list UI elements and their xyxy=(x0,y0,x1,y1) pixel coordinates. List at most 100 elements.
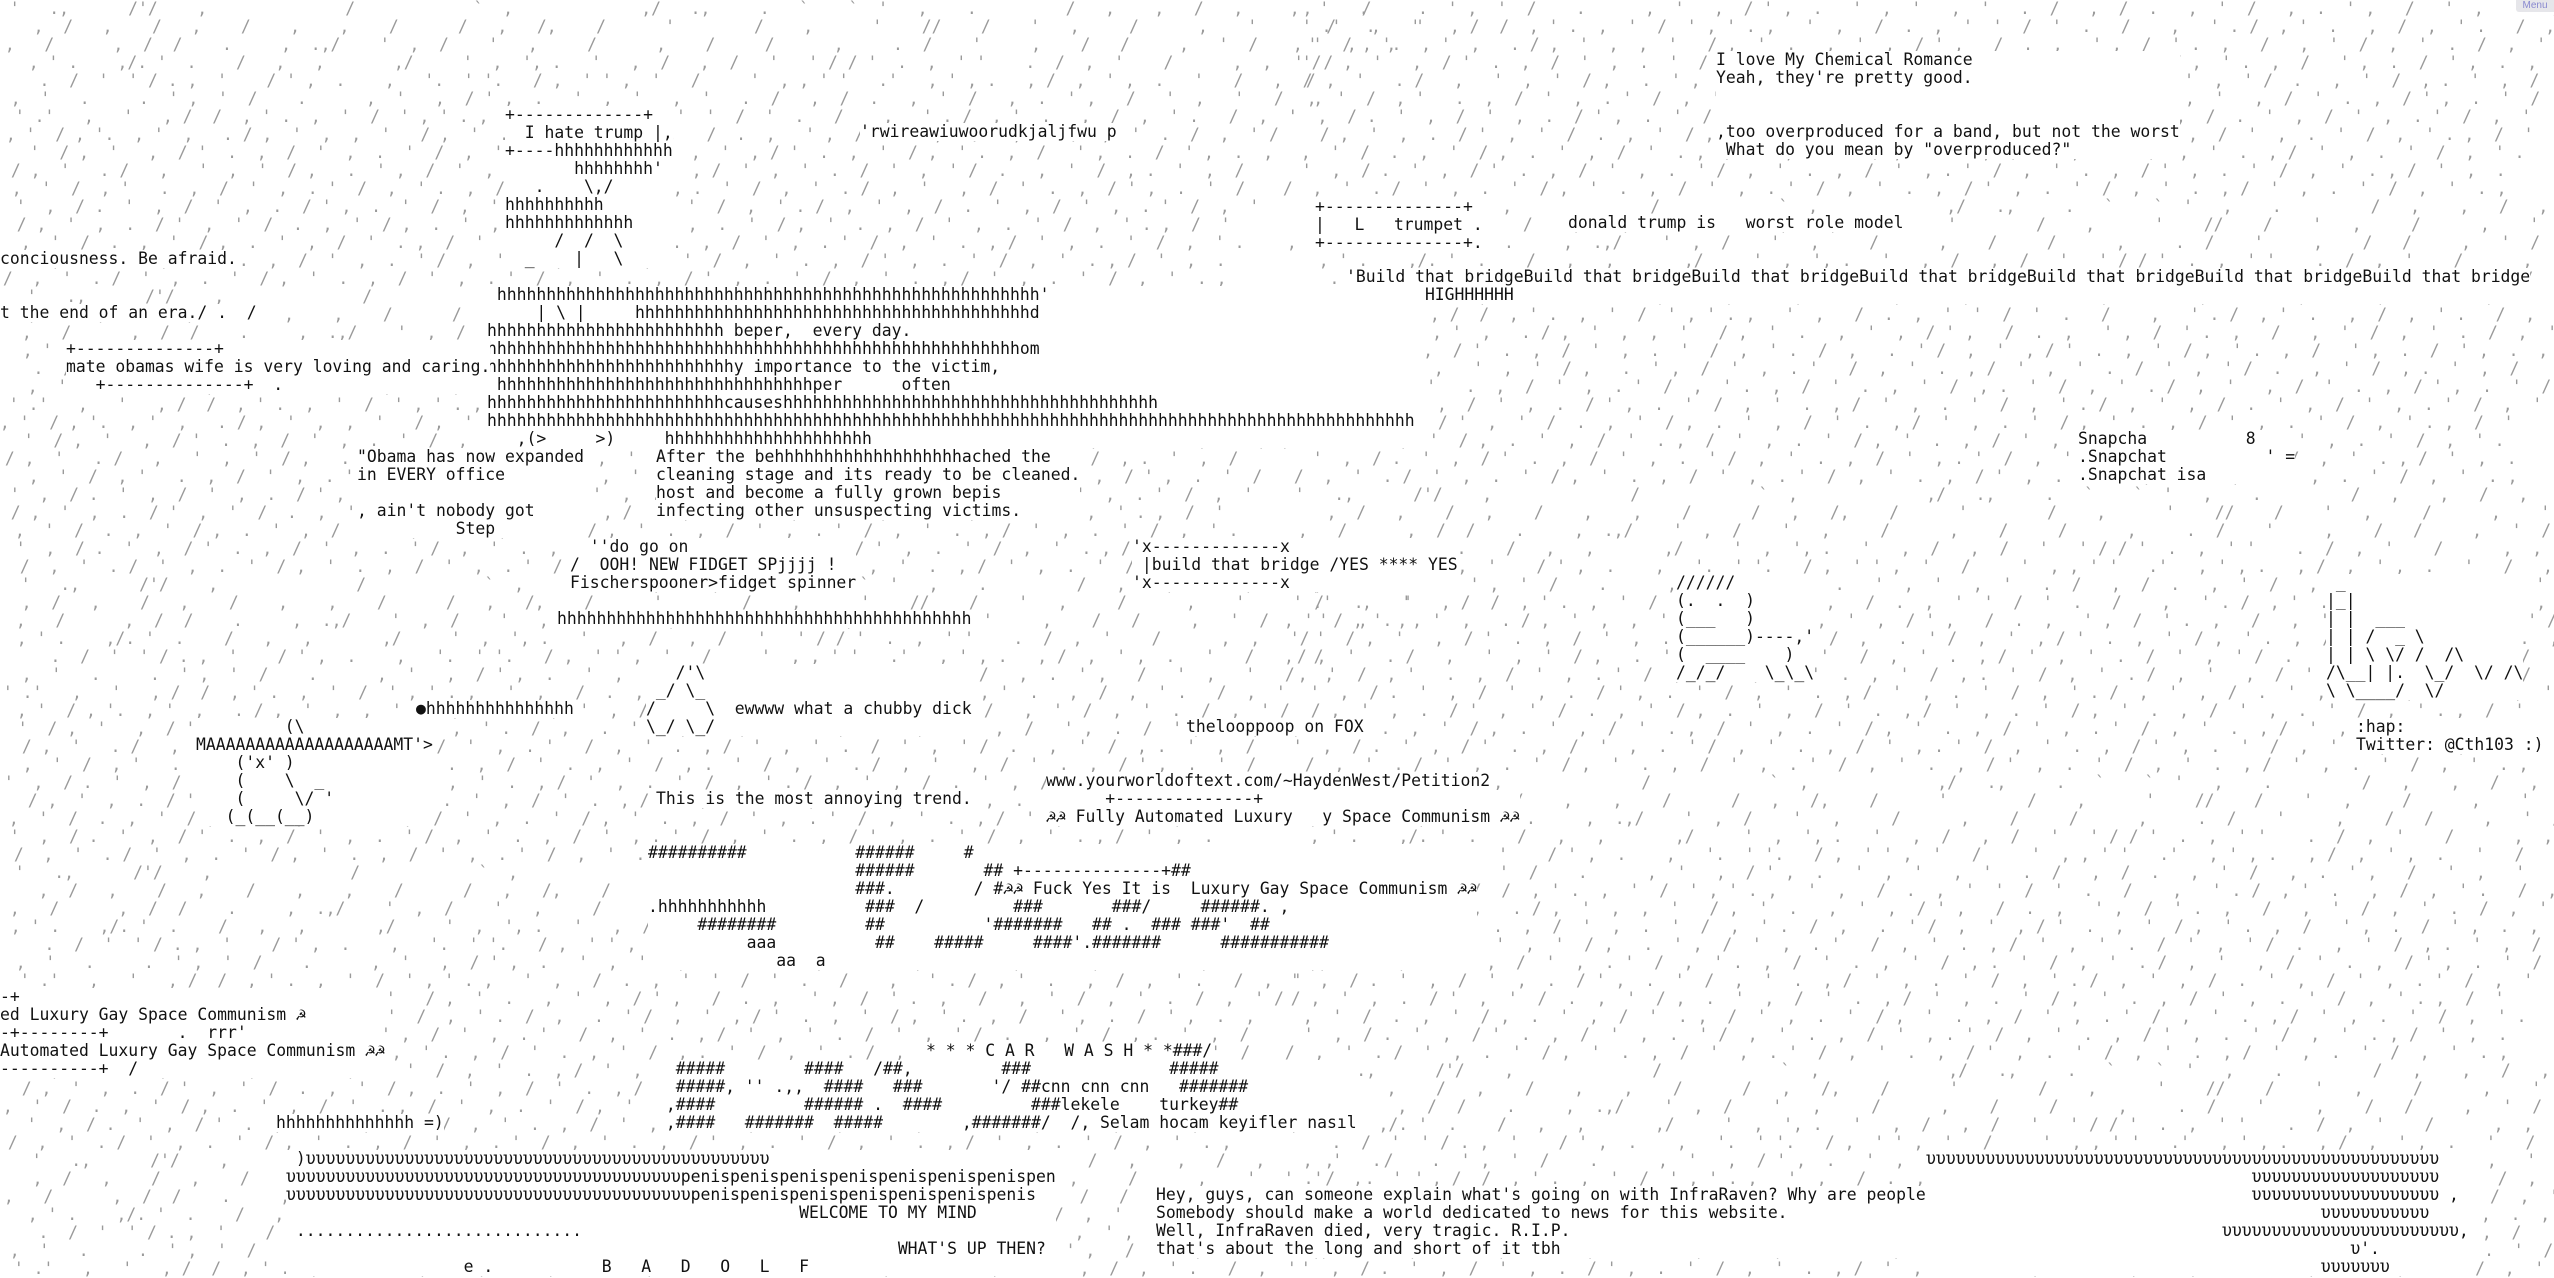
penis-block-line: )υυυυυυυυυυυυυυυυυυυυυυυυυυυυυυυυυυυυυυυ… xyxy=(286,1149,770,1168)
obama-expanded-text-line: , ain't nobody got xyxy=(357,501,535,520)
luxury-left-box: -+ed Luxury Gay Space Communism ☭-+-----… xyxy=(0,988,385,1078)
luxury-left-box-line: ----------+ / xyxy=(0,1059,139,1078)
h-mass-line: hhhhhhhhhhhhhhhhhhhhhhhhhy importance to… xyxy=(487,357,1001,376)
luxury-box-line: +--------------+ xyxy=(1046,789,1264,808)
snapchat-text: Snapcha 8.Snapchat ' =.Snapchat isa xyxy=(2078,430,2296,484)
trump-hate-box-line: hhhhhhhh' xyxy=(505,159,663,178)
penis-block: )υυυυυυυυυυυυυυυυυυυυυυυυυυυυυυυυυυυυυυυ… xyxy=(286,1150,1056,1276)
obama-wife-box-line: +--------------+ . xyxy=(66,375,284,394)
end-of-era-text-line: t the end of an era./ . / xyxy=(0,303,257,322)
background-line: / , ' . / , ' , ' / , . ' , / ' , . ' / … xyxy=(1276,359,2520,378)
annoying-trend-text-line: This is the most annoying trend. xyxy=(656,789,972,808)
background-line: ' .' , ' , / / , ' . , ' / ' , ' . , ' ,… xyxy=(1292,17,2554,36)
hash-block-line: aaa ## ##### ####'.####### ########### xyxy=(648,933,1329,952)
right-upsilon-block-line: υυυυυυυυυυυ xyxy=(1926,1203,2430,1222)
dot-h-text-line: ●hhhhhhhhhhhhhhh xyxy=(416,699,574,718)
hash-block-line: ###### ## +--------------+## xyxy=(648,861,1191,880)
dot-h-text: ●hhhhhhhhhhhhhhh xyxy=(416,700,574,718)
background-line: / , ' . / ' , . ' / , ' . , / ' , . ' / … xyxy=(1273,179,2507,198)
background-line: / , ' . / ' , . ' / , ' . , / ' , . ' / … xyxy=(0,1133,1232,1152)
rwire-text-line: 'rwireawiuwoorudkjaljfwu p xyxy=(860,122,1117,141)
cnn-block-line: ,#### ###### . #### ###lekele turkey## xyxy=(656,1095,1239,1114)
fox-text: thelooppoop on FOX xyxy=(1186,718,1364,736)
penis-block-line: ............................. xyxy=(286,1221,583,1240)
bridge-yes-box-line: |build that bridge /YES **** YES xyxy=(1132,555,1458,574)
trump-hate-box-line: _ | \ xyxy=(505,249,624,268)
right-box-art-line: | | ___ xyxy=(2326,609,2405,628)
background-line: ' / , ' , / ' . , / ' , . ' / , ' . / , … xyxy=(1285,341,2549,360)
creature-art-line: (___ ) xyxy=(1676,609,1755,628)
bethany-story-line: infecting other unsuspecting victims. xyxy=(656,501,1022,520)
conciousness-text: conciousness. Be afraid. xyxy=(0,250,237,268)
creature-art-line: /_/_/ \_\_\ xyxy=(1676,663,1815,682)
hhh-paren-line: hhhhhhhhhhhhhh =) xyxy=(276,1113,444,1132)
conciousness-text-line: conciousness. Be afraid. xyxy=(0,249,237,268)
fidget-text: ''do go on/ OOH! NEW FIDGET SPjjjj !Fisc… xyxy=(570,538,857,592)
h-mass-line: hhhhhhhhhhhhhhhhhhhhhhhh beper, every da… xyxy=(487,321,912,340)
mamt-text-line: ( \ _ xyxy=(196,771,325,790)
background-line: . / ' ' / . , ' / ' , . , '. ' '. / , ' … xyxy=(1281,845,2554,864)
background-line: , ' / , ' . , / ' , . ' / , ' . , / ' . … xyxy=(1298,377,2552,396)
background-line: , ' / , '. , ' , . / , ' , , ' / , ' . ,… xyxy=(1283,35,2554,54)
background-line: , / , / , / , , / / , /, / ' / , ' // / … xyxy=(1318,1079,2542,1098)
background-line: ' ., /'/ , / ` , ,/ ., . ` ` ' , . / , ,… xyxy=(1295,197,2554,216)
background-line: , / , / , / , , / / , /, / ' / , ' // / … xyxy=(4,17,1425,36)
bridge-text-line: 'Build that bridgeBuild that bridgeBuild… xyxy=(1346,267,2531,286)
h-mass-line: hhhhhhhhhhhhhhhhhhhhhhhhhhhhhhhhhhhhhhhh… xyxy=(487,411,1415,430)
infraraven-text-line: Well, InfraRaven died, very tragic. R.I.… xyxy=(1156,1221,1571,1240)
background-line: , ' / , '. , ' , . / , ' , , ' / , ' . ,… xyxy=(1294,323,2554,342)
background-line: ' .' , ' , / / , ' . , ' / ' , ' . , ' ,… xyxy=(0,683,1286,702)
mamt-text: (\MAAAAAAAAAAAAAAAAAAAMT'> ('x' ) ( \ _ … xyxy=(196,718,433,826)
background-line: . / ' ' / . , ' / ' , . , '. ' '. / , ' … xyxy=(1292,1133,2554,1152)
background-line: / , ' , . / ' , ' / . , ' / , . ' , / ' … xyxy=(1280,413,2514,432)
menu-button[interactable]: Menu xyxy=(2516,0,2554,12)
cnn-block-line: ,#### ####### ##### ,#######/ /, Selam h… xyxy=(656,1113,1357,1132)
hash-block-line: .hhhhhhhhhhh ### / ### ###/ ######. , xyxy=(648,897,1290,916)
trump-role-model-line: +--------------+. xyxy=(1315,233,1483,252)
h-mass-line: | \ | hhhhhhhhhhhhhhhhhhhhhhhhhhhhhhhhhh… xyxy=(487,303,1040,322)
background-line: ' .' , ' , / / , ' . , ' / ' , ' . , ' ,… xyxy=(10,971,1303,990)
trump-hate-box-line: I hate trump |, xyxy=(505,123,673,142)
penis-block-line: WELCOME TO MY MIND xyxy=(286,1203,977,1222)
right-box-art-line: |_| xyxy=(2326,591,2356,610)
background-line: ' ., /'/ , / ` , ,/ ., . ` ` ' , . / , ,… xyxy=(1275,485,2554,504)
penis-block-line: e . B A D O L F xyxy=(286,1257,810,1276)
background-line: ' , / . ' , / ' . , / ' , . ' / , ' . , … xyxy=(1293,449,2517,468)
right-upsilon-block-line: υυυυυυυυυυυυυυυυυυυυυυυυυυυυυυυυυυυυυυυυ… xyxy=(1926,1149,2440,1168)
snapchat-text-line: .Snapchat isa xyxy=(2078,465,2207,484)
right-box-art-line: \ \____/ \/ xyxy=(2326,681,2445,700)
mcr-dialogue-line: ,too overproduced for a band, but not th… xyxy=(1716,122,2180,141)
background-line: ' ., /'/ , / ` , ,/ ., . ` ` ' , . / , ,… xyxy=(0,0,1372,18)
mamt-text-line: MAAAAAAAAAAAAAAAAAAAMT'> xyxy=(196,735,433,754)
right-upsilon-block-line: υυυυυυυυυυυυυυυυυυυυυυυυ, xyxy=(1926,1221,2469,1240)
car-wash-text-line: * * * C A R W A S H * *###/ xyxy=(926,1041,1213,1060)
trump-hate-box: +-------------+ I hate trump |,+----hhhh… xyxy=(505,106,673,268)
background-line: / , ' . / , ' , ' / , . ' , / ' , . ' / … xyxy=(10,161,1245,180)
background-line: , ' . ,/. ' . / , , ,/ ' , ', . ' , / , … xyxy=(1279,539,2554,558)
luxury-left-box-line: Automated Luxury Gay Space Communism ☭☭ xyxy=(0,1041,385,1060)
background-line: ' , / . ' , / ' . , / ' , . ' / , ' . , … xyxy=(1282,161,2506,180)
obama-wife-box-line: mate obamas wife is very loving and cari… xyxy=(66,357,491,376)
hash-block-line: ########## ###### # xyxy=(648,843,974,862)
obama-expanded-text-line xyxy=(357,484,367,502)
right-box-art-line: _ xyxy=(2326,573,2346,592)
rwire-text: 'rwireawiuwoorudkjaljfwu p xyxy=(860,123,1117,141)
background-line: / , ' , . / ' , ' / . , ' / , . ' , / ' … xyxy=(1291,701,2525,720)
background-line: , ' . . ' , ' / . , ' , / ' , . ' , ' , … xyxy=(1270,0,2554,18)
h-mass-line: ,(> >) hhhhhhhhhhhhhhhhhhhhh xyxy=(487,429,872,448)
background-line: / , ' . / ' , . ' / , ' . , / ' , . ' / … xyxy=(1284,467,2518,486)
luxury-box-line: ☭☭ Fully Automated Luxury y Space Commun… xyxy=(1046,807,1520,826)
background-line: . / ' ' / . , ' / ' , . , '. ' '. / , ' … xyxy=(11,647,1324,666)
background-line: / , ' . / ' , . ' / , ' . , / ' , . ' / … xyxy=(1275,1043,2509,1062)
background-line: ' , / . ' , / ' . , / ' , . ' / , ' . , … xyxy=(1273,737,2497,756)
background-line: / , ' . / ' , . ' / , ' . , / ' , . ' / … xyxy=(1295,755,2529,774)
obama-wife-box: +--------------+mate obamas wife is very… xyxy=(66,340,491,394)
end-of-era-text: t the end of an era./ . / xyxy=(0,304,257,322)
creature-art-line: ////// xyxy=(1676,573,1736,592)
mcr-dialogue-line xyxy=(1716,87,1726,105)
trump-role-model-line: +--------------+ xyxy=(1315,197,1473,216)
mamt-text-line: ('x' ) xyxy=(196,753,295,772)
donald-trump-text: donald trump is worst role model xyxy=(1568,214,1904,232)
background-line: , ' . ,/. ' . / , , ,/ ' , ', . ' , / , … xyxy=(1270,1115,2554,1134)
